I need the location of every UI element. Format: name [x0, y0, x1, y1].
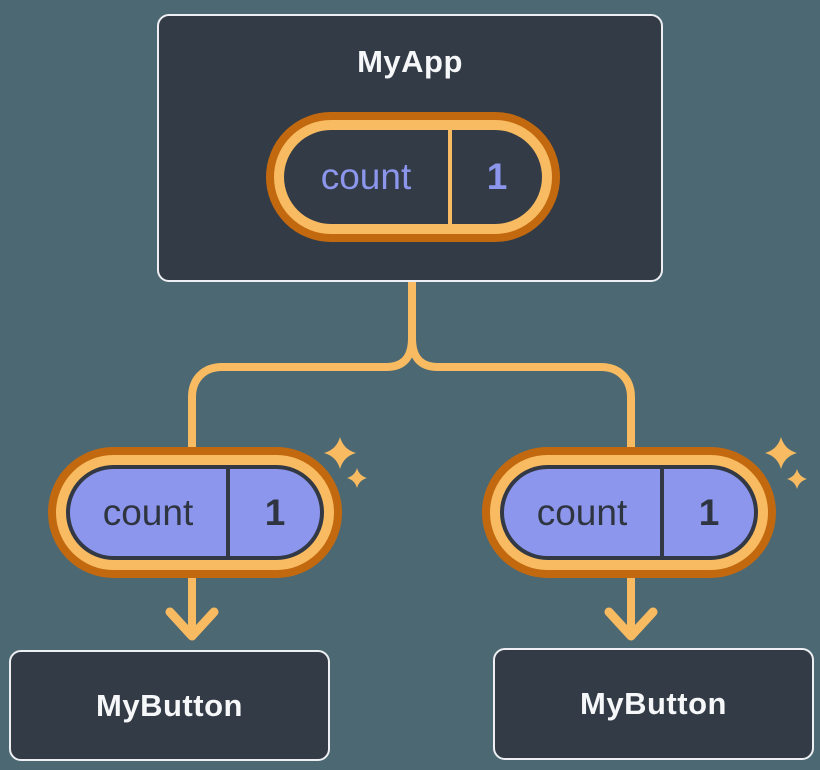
arrowhead-down-icon	[165, 607, 219, 641]
state-pill-right-child: count 1	[482, 447, 776, 578]
component-node-mybutton-left: MyButton	[9, 650, 330, 761]
state-label: count	[320, 156, 412, 197]
component-node-mybutton-right: MyButton	[493, 648, 814, 760]
component-title: MyButton	[96, 687, 243, 723]
arrowhead-down-icon	[604, 607, 658, 641]
component-title: MyButton	[580, 686, 727, 721]
state-label: count	[536, 491, 628, 533]
state-label: count	[102, 491, 194, 533]
state-value: 1	[226, 469, 320, 556]
state-value: 1	[448, 130, 542, 224]
tree-connector-right	[408, 279, 635, 635]
state-pill-left-child: count 1	[48, 447, 342, 578]
sparkle-icon	[765, 437, 797, 469]
sparkle-icon	[787, 469, 807, 489]
state-value: 1	[660, 469, 754, 556]
sparkle-icon	[347, 468, 367, 488]
sparkle-icon	[324, 437, 356, 469]
component-title: MyApp	[357, 44, 463, 79]
state-pill-root: count 1	[266, 112, 560, 242]
